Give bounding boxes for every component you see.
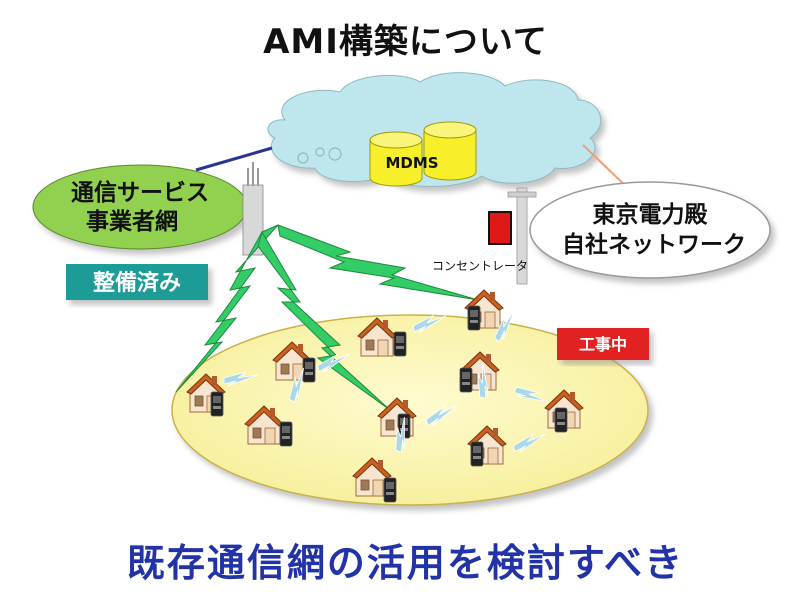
- carrier-network-line1: 通信サービス: [71, 179, 209, 206]
- carrier-network-ellipse: [32, 164, 248, 250]
- lightning-icon: [175, 224, 479, 411]
- tepco-network-ellipse: [529, 181, 771, 279]
- construction-badge-label: 工事中: [579, 335, 627, 354]
- completed-badge-label: 整備済み: [93, 270, 181, 296]
- conclusion-message: 既存通信網の活用を検討すべき: [126, 541, 685, 585]
- completed-badge: [66, 264, 208, 300]
- carrier-network-line2: 事業者網: [86, 208, 178, 235]
- utility-pole-icon: [488, 187, 537, 285]
- mdms-label: MDMS: [385, 154, 438, 172]
- tepco-network-line2: 自社ネットワーク: [562, 231, 746, 258]
- concentrator-label: コンセントレータ: [432, 259, 528, 273]
- database-icon: [369, 121, 477, 187]
- tepco-network-line1: 東京電力殿: [593, 201, 709, 228]
- page-title: AMI構築について: [263, 22, 548, 62]
- antenna-tower-icon: [242, 162, 264, 256]
- construction-badge: [557, 328, 649, 360]
- left-connector: [195, 146, 273, 172]
